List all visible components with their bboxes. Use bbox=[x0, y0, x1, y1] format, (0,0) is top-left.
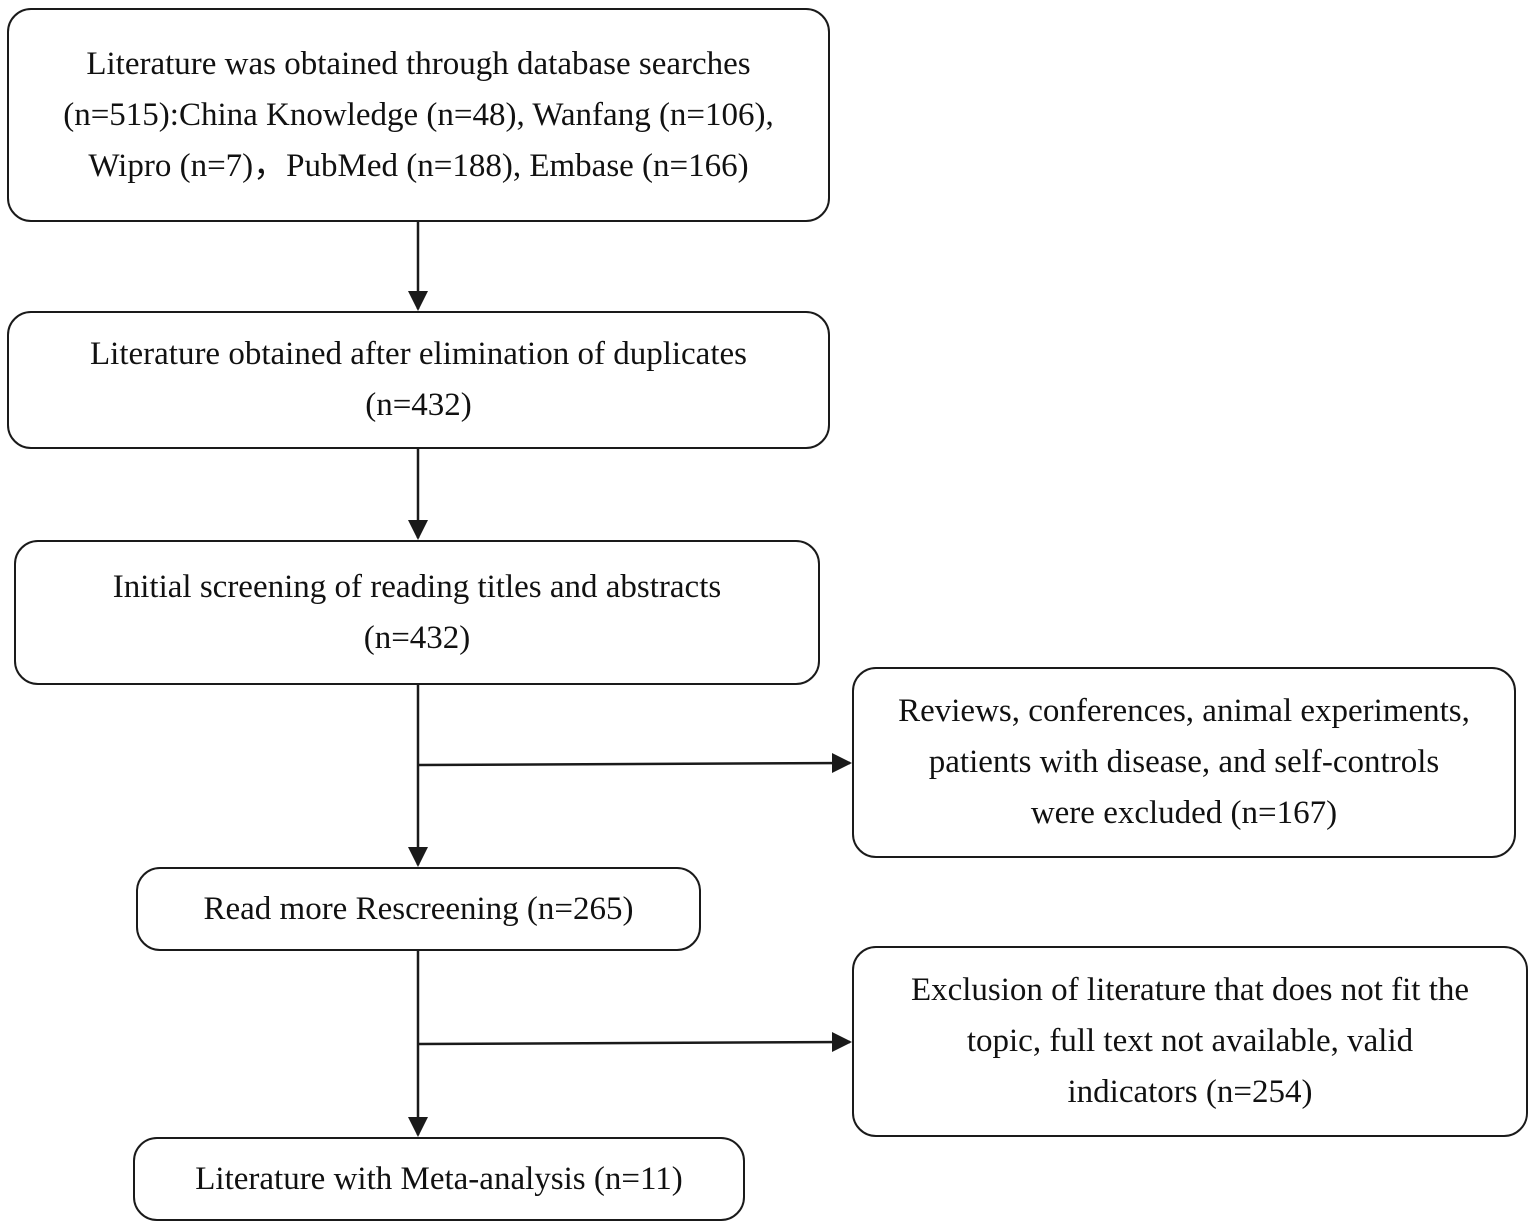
database-search-box: Literature was obtained through database… bbox=[7, 8, 830, 222]
meta-analysis-box: Literature with Meta-analysis (n=11) bbox=[133, 1137, 745, 1221]
rescreening-text: Read more Rescreening (n=265) bbox=[203, 884, 633, 935]
text-line: patients with disease, and self-controls bbox=[928, 744, 1440, 780]
arrowheads bbox=[408, 291, 852, 1137]
arrowhead-dedup bbox=[408, 291, 428, 311]
text-line: Literature obtained after elimination of… bbox=[90, 336, 747, 372]
text-line: (n=515):China Knowledge (n=48), Wanfang … bbox=[63, 96, 774, 133]
deduplication-text: Literature obtained after elimination of… bbox=[90, 329, 747, 431]
text-line: Read more Rescreening (n=265) bbox=[203, 890, 634, 927]
arrowhead-final bbox=[408, 1117, 428, 1137]
database-search-text: Literature was obtained through database… bbox=[63, 39, 774, 192]
text-line: Literature was obtained through database… bbox=[86, 45, 751, 82]
text-line: (n=432) bbox=[365, 387, 472, 423]
text-line: Wipro (n=7)，PubMed (n=188), Embase (n=16… bbox=[88, 147, 749, 184]
text-line: topic, full text not available, valid bbox=[966, 1023, 1414, 1059]
text-line: Exclusion of literature that does not fi… bbox=[910, 972, 1470, 1008]
meta-analysis-text: Literature with Meta-analysis (n=11) bbox=[195, 1154, 682, 1205]
arrowhead-exclusion-2 bbox=[832, 1032, 852, 1052]
arrowhead-initial bbox=[408, 520, 428, 540]
text-line: Initial screening of reading titles and … bbox=[112, 568, 722, 605]
text-line: indicators (n=254) bbox=[1067, 1074, 1313, 1110]
text-line: Literature with Meta-analysis (n=11) bbox=[195, 1160, 683, 1197]
exclusion-1-text: Reviews, conferences, animal experiments… bbox=[898, 686, 1470, 839]
arrowhead-exclusion-1 bbox=[832, 753, 852, 773]
exclusion-box-2: Exclusion of literature that does not fi… bbox=[852, 946, 1528, 1137]
exclusion-2-text: Exclusion of literature that does not fi… bbox=[911, 965, 1469, 1118]
text-line: were excluded (n=167) bbox=[1030, 795, 1338, 831]
initial-screening-box: Initial screening of reading titles and … bbox=[14, 540, 820, 685]
text-line: (n=432) bbox=[363, 619, 471, 656]
arrow-to-exclusion-1 bbox=[417, 761, 851, 767]
deduplication-box: Literature obtained after elimination of… bbox=[7, 311, 830, 449]
text-line: Reviews, conferences, animal experiments… bbox=[898, 693, 1470, 729]
arrow-to-exclusion-2 bbox=[417, 1040, 851, 1046]
initial-screening-text: Initial screening of reading titles and … bbox=[113, 562, 721, 664]
arrowhead-rescreen bbox=[408, 847, 428, 867]
exclusion-box-1: Reviews, conferences, animal experiments… bbox=[852, 667, 1516, 858]
rescreening-box: Read more Rescreening (n=265) bbox=[136, 867, 701, 951]
